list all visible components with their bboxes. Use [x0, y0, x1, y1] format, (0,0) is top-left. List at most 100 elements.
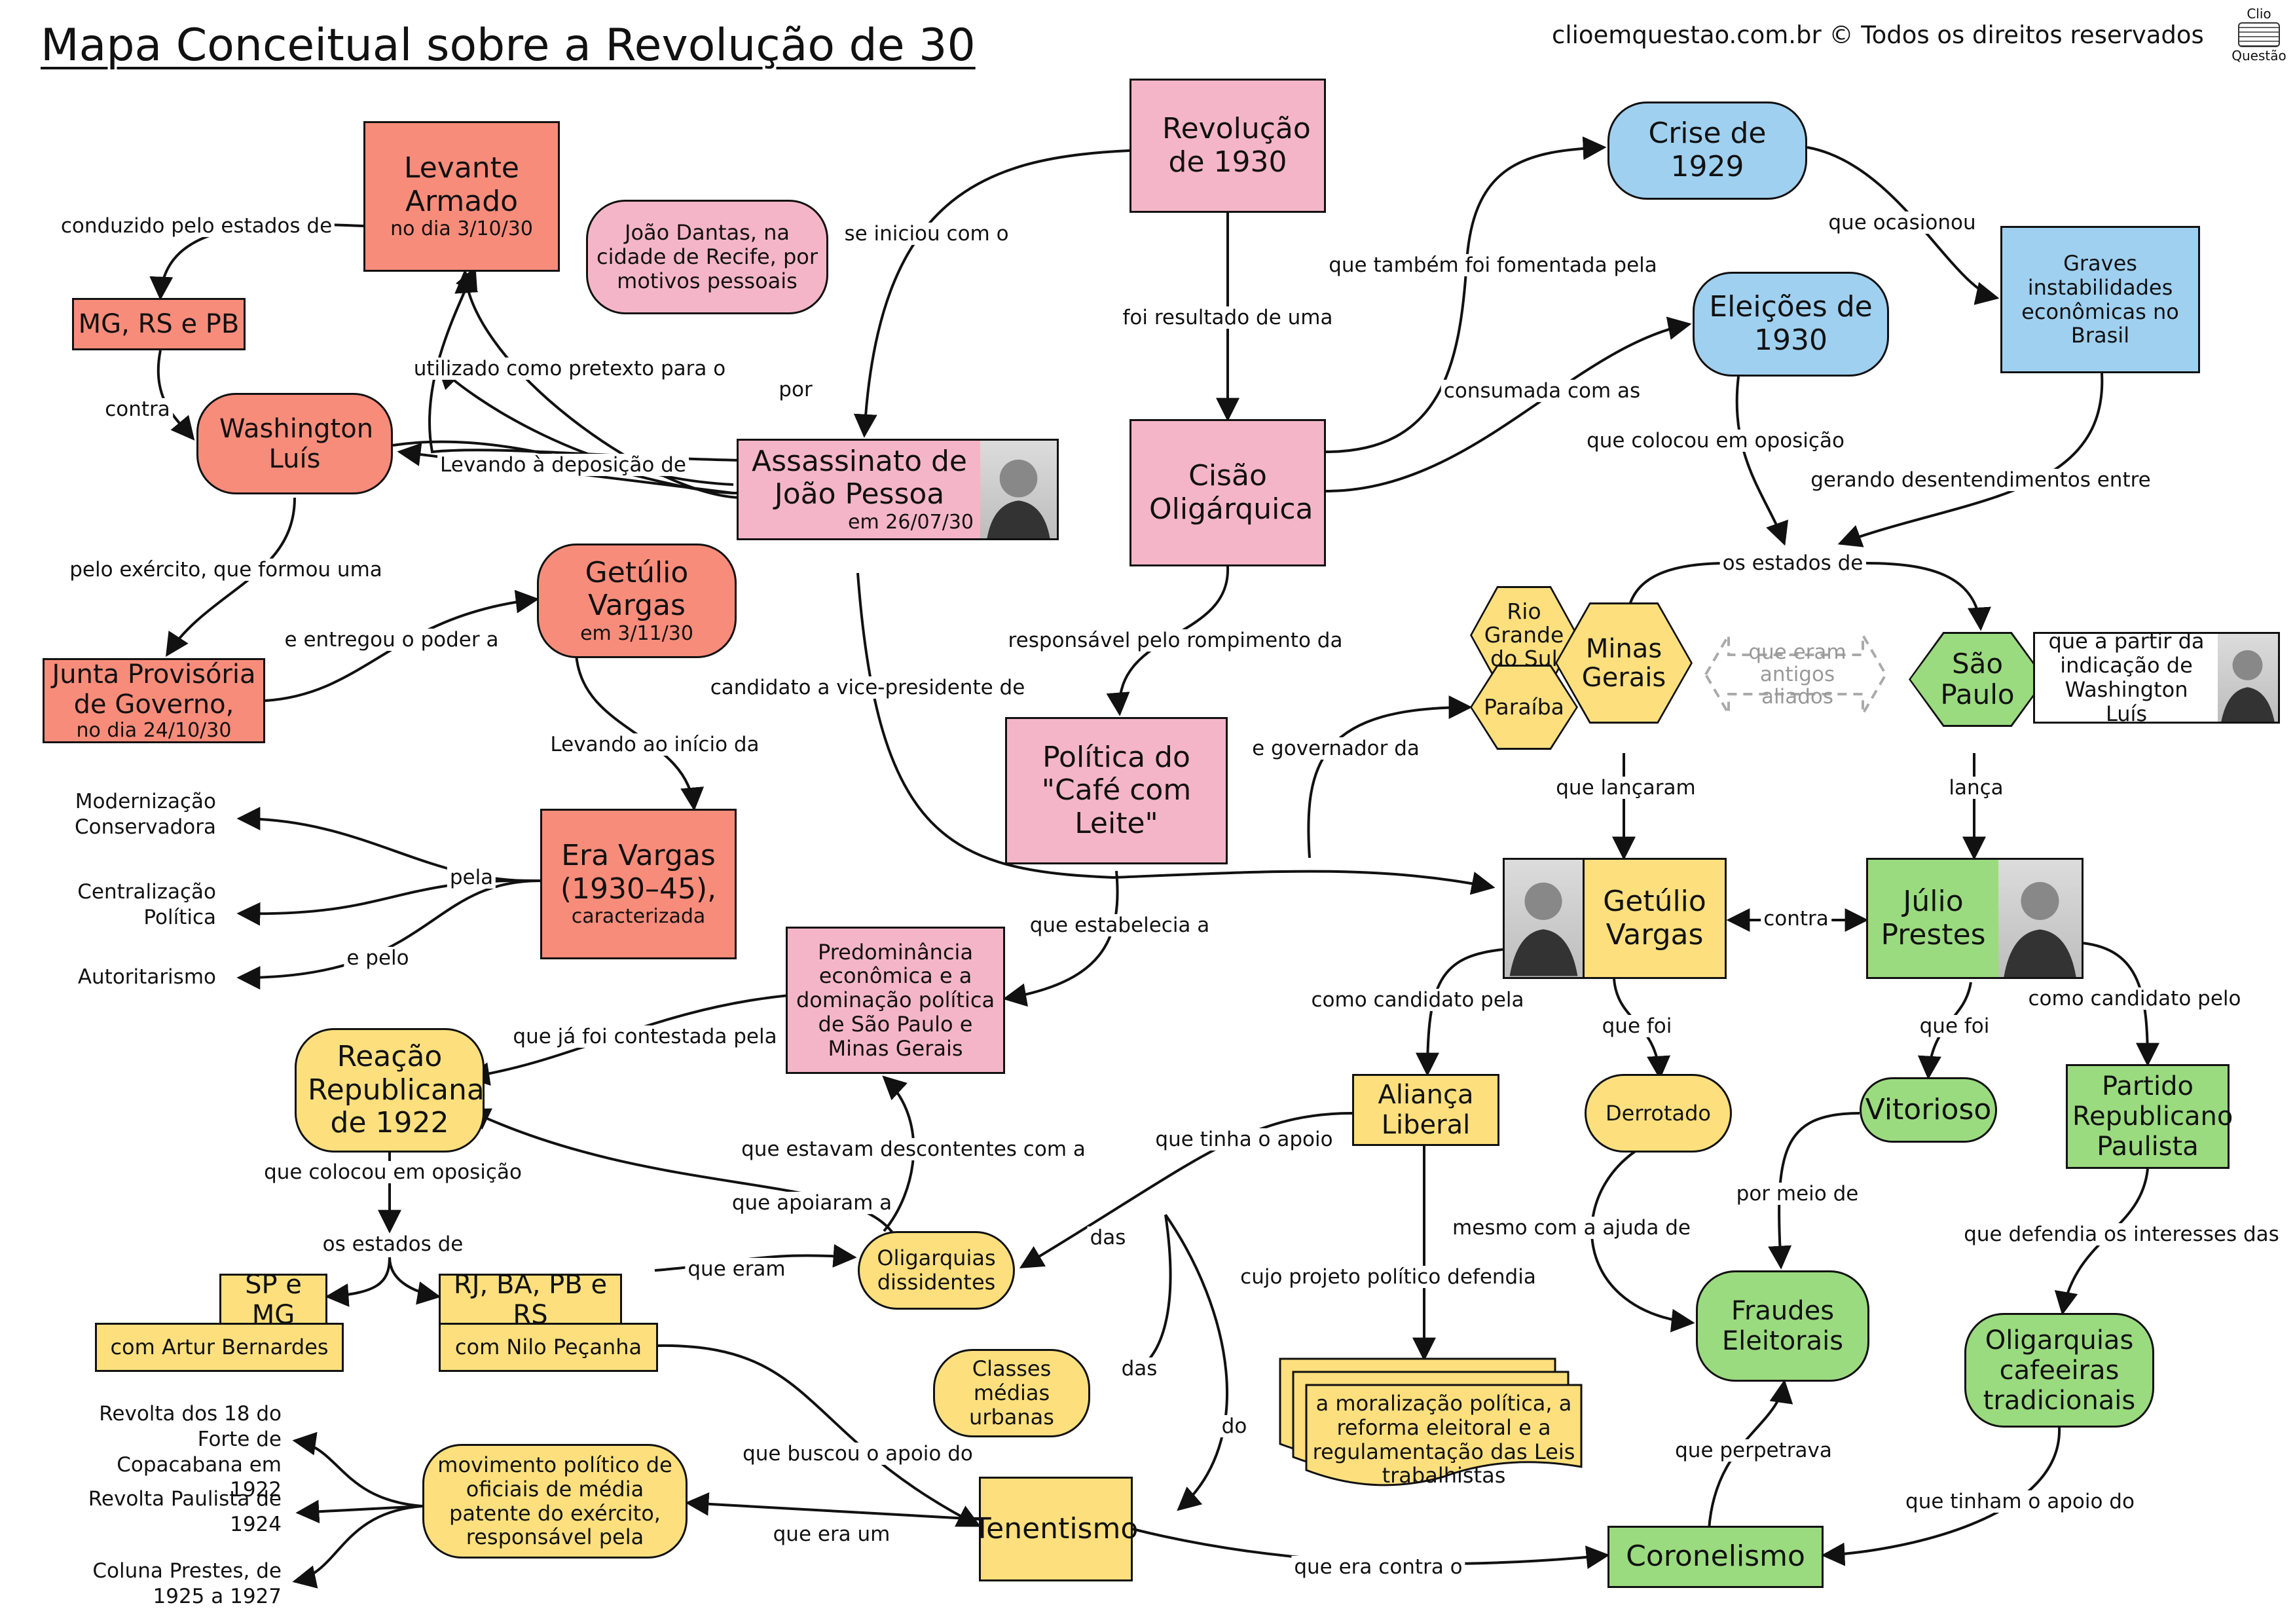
- label-defendia-interesses: que defendia os interesses das: [1961, 1223, 2282, 1246]
- item-revolta-18: Revolta dos 18 do Forte de Copacabana em…: [99, 1402, 282, 1502]
- label-estabelecia: que estabelecia a: [1027, 914, 1213, 936]
- label-fomentada: que também foi fomentada pela: [1326, 254, 1660, 276]
- node-crise-1929: Crise de 1929: [1607, 101, 1807, 200]
- node-rj-ba-pb-rs: RJ, BA, PB e RS: [439, 1270, 622, 1330]
- item-centralizacao: Centralização Política: [77, 880, 216, 929]
- aliados-dashed-arrow: [1704, 630, 1888, 719]
- label-consumada: consumada com as: [1441, 380, 1643, 402]
- copyright-text[interactable]: clioemquestao.com.br © Todos os direitos…: [1552, 21, 2204, 49]
- hex-sao-paulo: São Paulo: [1909, 632, 2046, 727]
- node-assassinato: Assassinato de João Pessoa em 26/07/30: [737, 439, 982, 540]
- label-contra-2: contra: [1761, 908, 1831, 930]
- node-oligarquias-dissidentes: Oligarquias dissidentes: [858, 1231, 1015, 1310]
- label-candidato-pelo: como candidato pelo: [2025, 987, 2244, 1010]
- label-contra-1: contra: [102, 398, 173, 420]
- node-derrotado: Derrotado: [1585, 1074, 1732, 1153]
- label-colocou-oposicao-2: que colocou em oposição: [261, 1161, 524, 1183]
- label-era-um: que era um: [770, 1523, 893, 1545]
- getulio-vargas-photo: [1503, 858, 1585, 979]
- node-cisao-oligarquica: Cisão Oligárquica: [1129, 419, 1326, 566]
- node-fraudes-eleitorais: Fraudes Eleitorais: [1696, 1270, 1869, 1382]
- node-coronelismo: Coronelismo: [1607, 1526, 1824, 1588]
- item-revolta-paulista: Revolta Paulista de 1924: [88, 1487, 282, 1536]
- label-responsavel: responsável pelo rompimento da: [1005, 629, 1346, 652]
- node-reacao-republicana: Reação Republicana de 1922: [295, 1028, 485, 1153]
- washington-luis-photo: [2218, 632, 2280, 724]
- joao-pessoa-photo: [980, 439, 1059, 540]
- label-se-iniciou: se iniciou com o: [841, 223, 1012, 245]
- notebook-icon: [2238, 22, 2280, 47]
- label-ja-contestada: que já foi contestada pela: [510, 1025, 780, 1048]
- node-predominancia: Predominância econômica e a dominação po…: [786, 927, 1005, 1074]
- label-conduzido: conduzido pelo estados de: [58, 215, 335, 237]
- label-foi-resultado: foi resultado de uma: [1120, 306, 1336, 329]
- clio-logo[interactable]: Clio Questão: [2226, 5, 2292, 71]
- item-autoritarismo: Autoritarismo: [77, 965, 216, 989]
- node-indicacao-washington: que a partir da indicação de Washington …: [2033, 629, 2220, 726]
- label-tinham-apoio: que tinham o apoio do: [1903, 1490, 2137, 1513]
- label-gerando: gerando desentendimentos entre: [1808, 469, 2154, 491]
- label-levando-inicio: Levando ao início da: [547, 733, 762, 756]
- label-entregou: e entregou o poder a: [282, 629, 502, 651]
- node-alianca-liberal: Aliança Liberal: [1352, 1074, 1499, 1146]
- label-e-pelo: e pelo: [344, 947, 412, 969]
- clio-logo-top: Clio: [2247, 6, 2271, 22]
- label-das-2: das: [1118, 1357, 1160, 1380]
- label-do: do: [1219, 1415, 1250, 1437]
- label-era-contra: que era contra o: [1291, 1556, 1465, 1578]
- label-que-foi-1: que foi: [1599, 1015, 1675, 1037]
- label-buscou: que buscou o apoio do: [740, 1443, 976, 1465]
- hex-minas-gerais: Minas Gerais: [1555, 602, 1693, 724]
- node-mg-rs-pb: MG, RS e PB: [72, 298, 246, 350]
- label-das-1: das: [1087, 1227, 1129, 1249]
- label-tinha-apoio: que tinha o apoio: [1152, 1128, 1336, 1151]
- node-politica-cafe-com-leite: Política do "Café com Leite": [1005, 717, 1228, 864]
- label-perpetrava: que perpetrava: [1672, 1439, 1835, 1462]
- node-julio-prestes: Júlio Prestes: [1866, 858, 2000, 979]
- node-sp-mg: SP e MG: [219, 1270, 327, 1330]
- page-title: Mapa Conceitual sobre a Revolução de 30: [41, 20, 976, 71]
- item-coluna-prestes: Coluna Prestes, de 1925 a 1927: [92, 1559, 282, 1608]
- node-artur-bernardes: com Artur Bernardes: [95, 1323, 344, 1372]
- node-graves-instabilidades: Graves instabilidades econômicas no Bras…: [2000, 226, 2200, 373]
- node-era-vargas: Era Vargas (1930–45), caracterizada: [540, 809, 737, 959]
- label-que-foi-2: que foi: [1917, 1015, 1992, 1037]
- label-candidato-pela: como candidato pela: [1308, 989, 1527, 1011]
- label-por-meio: por meio de: [1733, 1183, 1862, 1205]
- node-levante-armado: Levante Armado no dia 3/10/30: [363, 121, 560, 272]
- clio-logo-bottom: Questão: [2231, 48, 2286, 64]
- label-por: por: [776, 378, 815, 401]
- node-vitorioso: Vitorioso: [1860, 1077, 1997, 1143]
- hex-rio-grande-do-sul: Rio Grande do Sul: [1470, 586, 1578, 684]
- item-modernizacao: Modernização Conservadora: [75, 790, 216, 839]
- label-colocou-oposicao: que colocou em oposição: [1584, 430, 1847, 452]
- label-projeto: cujo projeto político defendia: [1238, 1266, 1539, 1288]
- label-candidato-vice: candidato a vice-presidente de: [707, 676, 1028, 699]
- label-governador: e governador da: [1249, 737, 1422, 760]
- document-stack: [1279, 1357, 1583, 1486]
- doc-moralizacao: a moralização política, a reforma eleito…: [1312, 1391, 1575, 1488]
- label-apoiaram: que apoiaram a: [729, 1192, 895, 1214]
- label-utilizado: utilizado como pretexto para o: [411, 358, 729, 380]
- label-que-eram: que eram: [685, 1258, 788, 1280]
- node-partido-republicano-paulista: Partido Republicano Paulista: [2066, 1064, 2233, 1169]
- hex-paraiba: Paraíba: [1470, 665, 1578, 750]
- node-washington-luis: Washington Luís: [196, 393, 393, 494]
- label-estados-de-2: os estados de: [320, 1233, 466, 1255]
- node-oligarquias-cafeeiras: Oligarquias cafeeiras tradicionais: [1964, 1313, 2154, 1428]
- label-levando-deposicao: Levando à deposição de: [437, 454, 689, 476]
- node-tenentismo: Tenentismo: [974, 1477, 1138, 1581]
- node-eleicoes-1930: Eleições de 1930: [1693, 272, 1889, 377]
- node-getulio-vargas-poder: Getúlio Vargas em 3/11/30: [537, 544, 737, 658]
- node-joao-dantas: João Dantas, na cidade de Recife, por mo…: [586, 200, 828, 314]
- label-estados-de: os estados de: [1719, 552, 1866, 574]
- node-junta-provisoria: Junta Provisória de Governo, no dia 24/1…: [43, 658, 265, 743]
- node-revolucao: Revolução de 1930: [1129, 79, 1326, 213]
- label-mesmo-ajuda: mesmo com a ajuda de: [1450, 1217, 1693, 1239]
- node-classes-medias: Classes médias urbanas: [933, 1349, 1090, 1437]
- node-getulio-vargas: Getúlio Vargas: [1583, 858, 1727, 979]
- label-descontentes: que estavam descontentes com a: [739, 1138, 1088, 1160]
- label-pelo-exercito: pelo exército, que formou uma: [67, 559, 385, 581]
- label-pela: pela: [447, 866, 496, 889]
